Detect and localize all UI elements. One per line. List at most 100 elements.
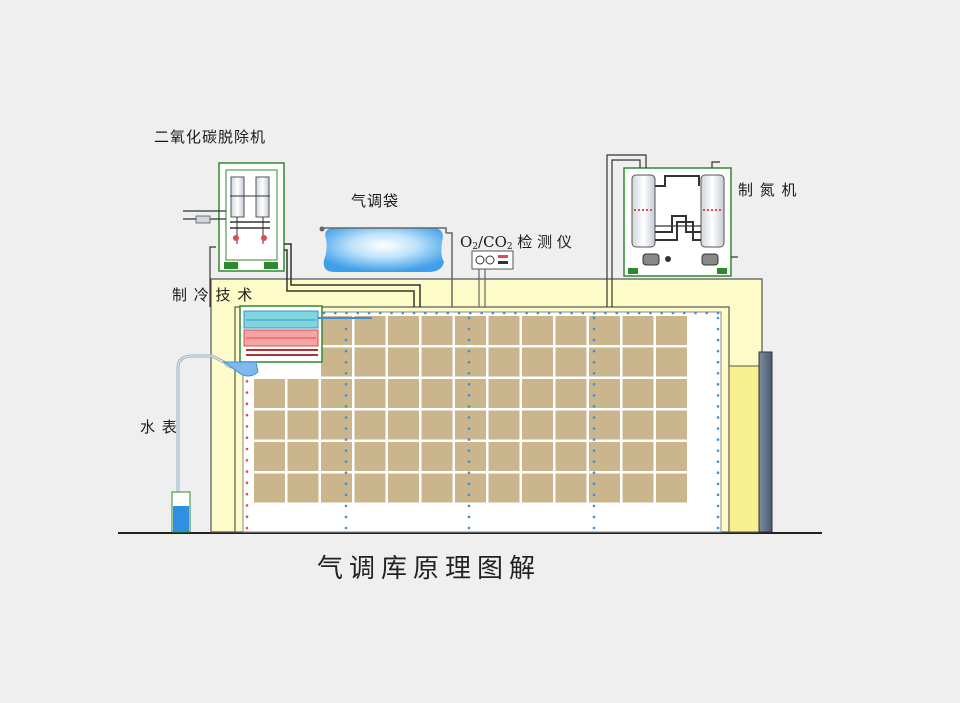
duct-dot [344, 360, 348, 364]
duct-dot [716, 482, 720, 486]
storage-box [522, 379, 553, 408]
duct-dot [716, 349, 720, 353]
duct-dot [378, 311, 382, 315]
duct-dot [390, 311, 393, 315]
duct-dot [245, 504, 249, 507]
co2-scrubber [183, 162, 421, 307]
water-gauge-label: 水 表 [140, 418, 178, 436]
duct-dot [333, 311, 337, 315]
duct-dot [525, 311, 528, 315]
storage-box [455, 442, 486, 471]
duct-dot [245, 481, 249, 485]
storage-box [354, 410, 386, 440]
storage-box [388, 410, 419, 440]
duct-dot [592, 371, 596, 375]
ca-bag [319, 226, 453, 307]
duct-dot [245, 402, 249, 406]
nitrogen-generator [606, 154, 738, 307]
storage-box [388, 473, 419, 503]
storage-box [656, 379, 687, 408]
storage-box [522, 347, 553, 377]
storage-box [455, 347, 486, 377]
storage-box [287, 410, 319, 440]
duct-dot [467, 338, 471, 342]
duct-dot [592, 427, 596, 430]
duct-dot [592, 449, 596, 452]
storage-box [287, 442, 319, 471]
duct-dot [592, 327, 596, 331]
duct-dot [322, 311, 326, 315]
storage-box [622, 379, 654, 408]
duct-dot [245, 492, 249, 496]
duct-dot [344, 515, 348, 519]
duct-dot [467, 416, 471, 419]
storage-box [421, 442, 453, 471]
duct-dot [716, 515, 720, 519]
duct-dot [592, 338, 596, 342]
duct-dot [467, 427, 471, 430]
storage-box [589, 442, 620, 471]
storage-box [522, 410, 553, 440]
duct-dot [344, 482, 348, 486]
duct-dot [480, 311, 483, 315]
duct-dot [344, 327, 348, 331]
duct-dot [626, 311, 630, 315]
duct-dot [467, 526, 471, 530]
duct-dot [344, 349, 348, 353]
duct-dot [245, 515, 249, 519]
duct-dot [660, 311, 664, 315]
duct-dot [446, 311, 450, 315]
duct-dot [592, 471, 596, 475]
duct-dot [637, 311, 641, 315]
duct-dot [467, 515, 471, 519]
duct-dot [245, 447, 249, 451]
duct-dot [344, 427, 348, 430]
storage-box [287, 473, 319, 503]
storage-box [656, 410, 687, 440]
storage-box [622, 473, 654, 503]
storage-box [488, 316, 520, 345]
duct-dot [467, 327, 471, 331]
storage-box [455, 316, 486, 345]
duct-dot [671, 311, 675, 315]
duct-dot [716, 394, 720, 397]
storage-box [354, 442, 386, 471]
storage-box [656, 347, 687, 377]
storage-box [555, 410, 587, 440]
duct-dot [592, 504, 596, 508]
duct-dot [344, 493, 348, 497]
duct-dot [649, 311, 652, 315]
co2-subscript: 2 [506, 242, 513, 252]
storage-box [421, 410, 453, 440]
duct-dot [467, 449, 471, 452]
duct-dot [245, 391, 249, 394]
duct-dot [604, 311, 607, 315]
storage-box [555, 316, 587, 345]
o2-text: O [460, 233, 473, 251]
duct-dot [716, 360, 720, 364]
duct-dot [344, 438, 348, 441]
duct-dot [547, 311, 551, 315]
duct-dot [716, 460, 720, 463]
air-ducts [245, 311, 720, 530]
duct-dot [245, 458, 249, 462]
storage-box [421, 316, 453, 345]
storage-box [388, 347, 419, 377]
duct-dot [592, 515, 596, 519]
storage-box [354, 316, 386, 345]
storage-box [388, 442, 419, 471]
buffer-chamber [728, 365, 760, 533]
duct-dot [716, 438, 720, 441]
duct-dot [716, 449, 720, 452]
duct-dot [615, 311, 618, 315]
storage-box [455, 473, 486, 503]
duct-dot [469, 311, 472, 315]
duct-dot [502, 311, 506, 315]
duct-dot [592, 311, 596, 315]
duct-dot [716, 504, 720, 508]
duct-dot [401, 311, 405, 315]
storage-box [254, 473, 285, 503]
duct-dot [245, 436, 249, 440]
duct-dot [467, 405, 471, 408]
